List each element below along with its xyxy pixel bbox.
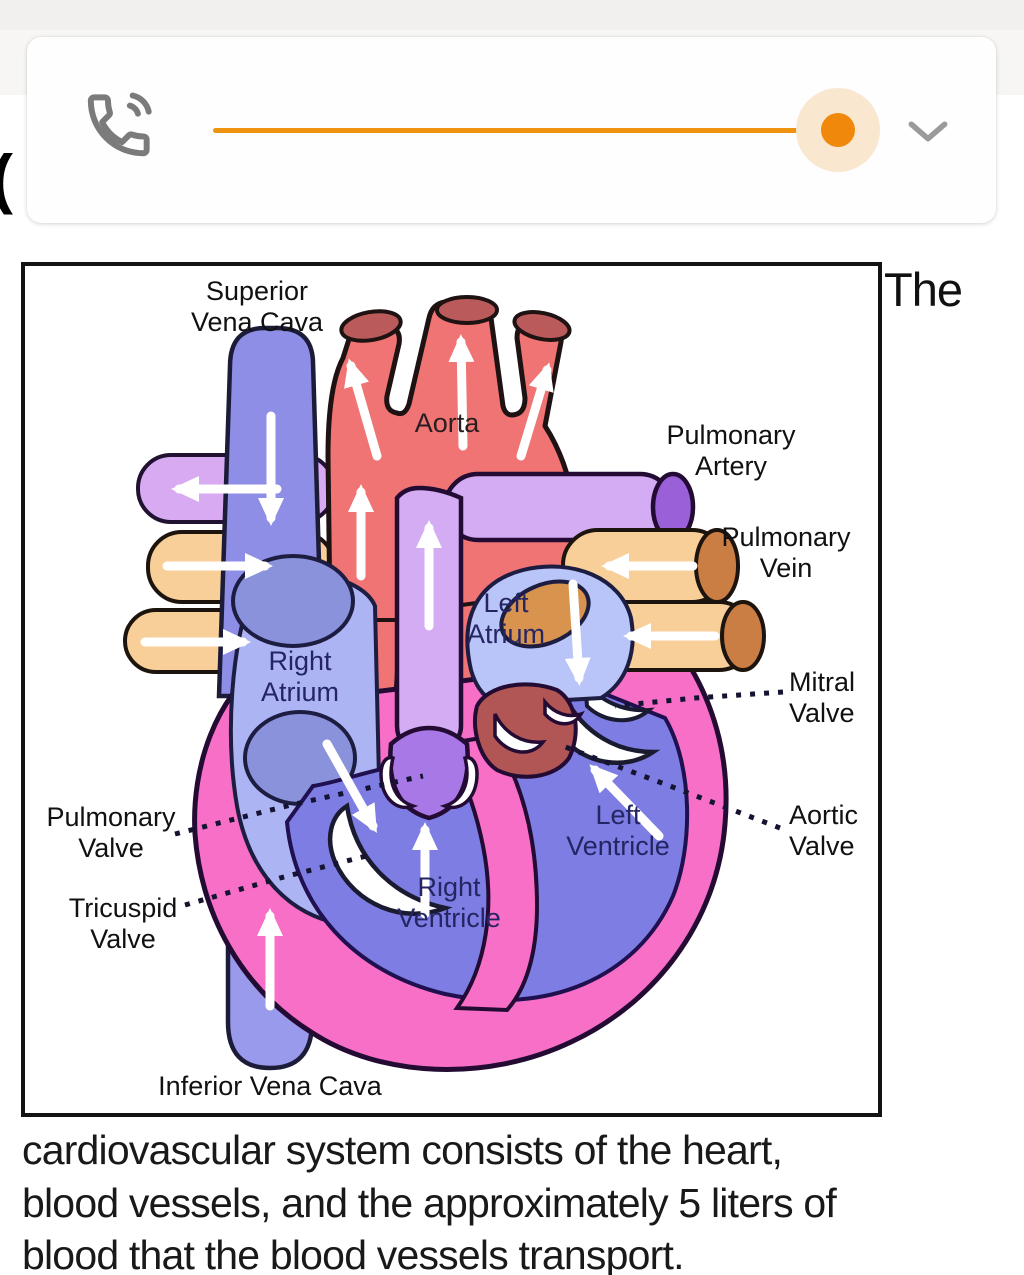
edge-partial-text: ( [0,140,13,216]
leader-tricuspid-valve [184,852,371,908]
caption-line-3: blood that the blood vessels transport. [22,1232,684,1275]
tricuspid-valve-leaflet [327,802,453,916]
caption-text: cardiovascular system consists of the he… [22,1124,1022,1275]
label-left-atrium: Left Atrium [466,588,545,649]
leader-aortic-valve [559,742,781,831]
heart-diagram-illustration [123,295,784,1072]
sentence-lead-word: The [884,263,963,316]
audio-player-card [27,37,996,223]
label-right-atrium: Right Atrium [260,646,339,707]
chevron-down-icon[interactable] [903,113,953,153]
leader-pulmonary-valve [174,773,424,837]
aortic-valve-region [473,682,578,779]
heart-diagram: Superior Vena Cava Aorta Pulmonary Arter… [21,262,882,1117]
label-right-ventricle: Right Ventricle [397,872,501,933]
label-pulmonary-artery: Pulmonary Artery [666,420,796,481]
slider-thumb[interactable] [821,113,855,147]
leader-mitral-valve [614,689,784,709]
label-mitral-valve: Mitral Valve [789,667,855,728]
septum [441,733,540,1013]
label-aorta: Aorta [414,408,480,438]
label-inferior-vena-cava: Inferior Vena Cava [158,1071,382,1101]
label-left-ventricle: Left Ventricle [566,800,670,861]
label-tricuspid-valve: Tricuspid Valve [68,893,178,954]
label-pulmonary-vein: Pulmonary Vein [721,522,851,583]
label-pulmonary-valve: Pulmonary Valve [46,802,176,863]
label-aortic-valve: Aortic Valve [789,800,859,861]
phone-icon-glyph [87,92,152,157]
phone-call-icon[interactable] [77,85,161,169]
blood-flow-arrows [140,334,720,1011]
label-superior-vena-cava: Superior Vena Cava [190,276,324,337]
slider-track[interactable] [213,128,838,133]
caption-line-1: cardiovascular system consists of the he… [22,1127,783,1173]
chevron-glyph [908,120,948,141]
background-band-top [0,0,1024,30]
caption-line-2: blood vessels, and the approximately 5 l… [22,1179,837,1226]
playback-slider[interactable] [213,81,893,181]
